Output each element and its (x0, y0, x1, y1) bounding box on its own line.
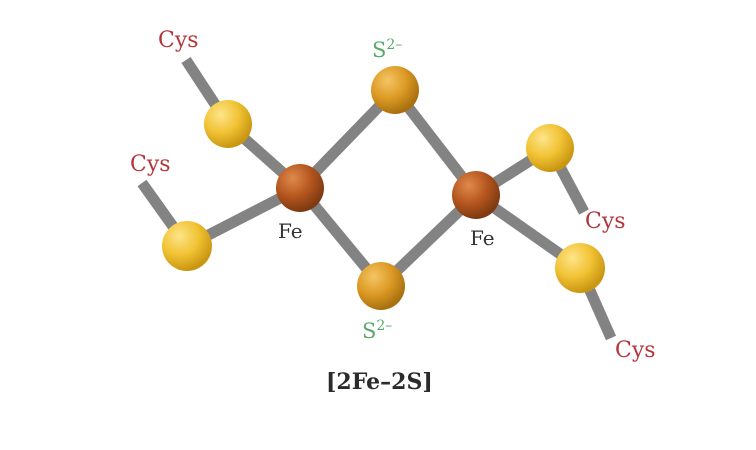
cys-label-3: Cys (585, 209, 626, 234)
fe-label-right: Fe (470, 226, 495, 250)
sulfide-atom-bottom (357, 262, 405, 310)
sulfide-label-top-base: S (372, 38, 386, 62)
atoms (162, 66, 605, 310)
cluster-title: [2Fe–2S] (326, 369, 433, 395)
sulfide-label-bottom-base: S (362, 319, 376, 343)
sulfide-label-bottom: S2– (362, 318, 392, 343)
sulfide-label-top-charge: 2– (386, 37, 402, 53)
iron-atom-right (452, 171, 500, 219)
iron-atom-left (276, 164, 324, 212)
sulfide-label-bottom-charge: 2– (376, 318, 392, 334)
cys-sulfur-atom-4 (555, 243, 605, 293)
cys-sulfur-atom-2 (162, 221, 212, 271)
cys-label-2: Cys (130, 152, 171, 177)
labels: Cys Cys Cys Cys S2– S2– Fe Fe [2Fe–2S] (130, 28, 656, 395)
cys-sulfur-atom-3 (526, 124, 574, 172)
cys-label-4: Cys (615, 338, 656, 363)
fe-label-left: Fe (278, 219, 303, 243)
cys-sulfur-atom-1 (204, 100, 252, 148)
sulfide-label-top: S2– (372, 37, 402, 62)
sulfide-atom-top (371, 66, 419, 114)
cys-label-1: Cys (158, 28, 199, 53)
